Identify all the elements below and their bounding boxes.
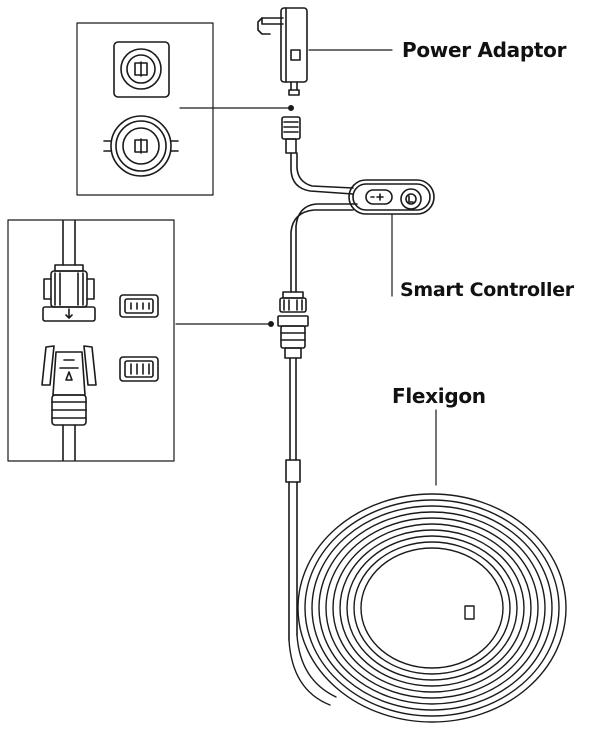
inline-connector-icon (277, 291, 309, 359)
power-adaptor-icon (257, 7, 308, 96)
connector-male-icon (42, 220, 96, 322)
smart-controller-label: Smart Controller (400, 279, 574, 301)
flexigon-label: Flexigon (392, 384, 486, 408)
socket-female-icon (113, 41, 170, 98)
socket-male-icon (103, 115, 179, 177)
connector-callout-box (7, 219, 175, 462)
smart-controller-icon (348, 179, 435, 215)
connector-female-icon (41, 345, 97, 461)
junction-dot (267, 320, 274, 327)
socket-callout-box (76, 22, 214, 196)
flexigon-coil-icon (288, 493, 567, 723)
cable-end-cap (285, 459, 301, 483)
power-adaptor-label: Power Adaptor (402, 38, 567, 62)
connector-pins-bottom-icon (119, 356, 159, 382)
connector-pins-top-icon (119, 294, 159, 318)
dc-connector-icon (281, 116, 301, 154)
